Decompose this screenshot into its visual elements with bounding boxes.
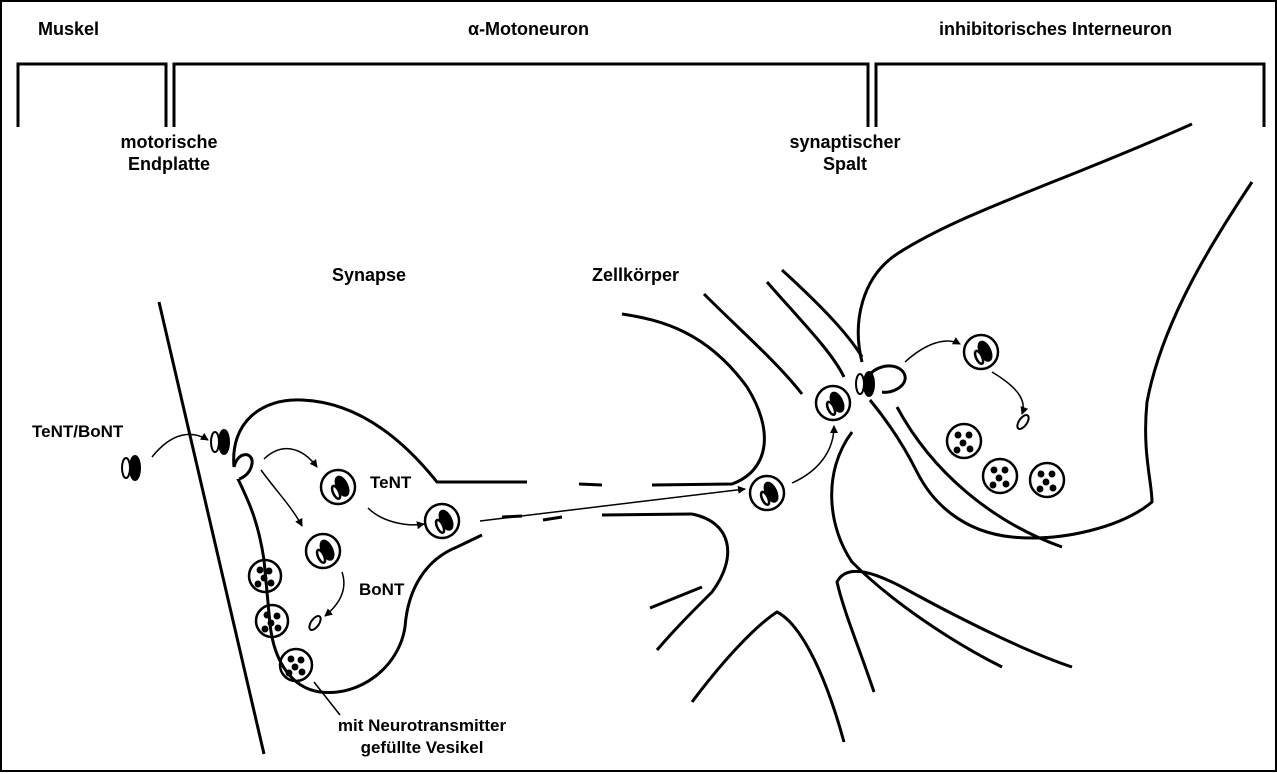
label-vesicles: mit Neurotransmitter gefüllte Vesikel	[322, 715, 522, 759]
cleaved-toxin	[1015, 413, 1031, 431]
label-bont: BoNT	[359, 579, 404, 601]
arrow	[261, 470, 302, 526]
label-vesicles-line2: gefüllte Vesikel	[322, 737, 522, 759]
bracket-interneuron	[876, 64, 1264, 127]
arrow	[905, 341, 960, 362]
transmitter-vesicle	[983, 459, 1017, 493]
pathway-arrows	[152, 341, 1023, 616]
cell-body-upper-dendrites	[704, 270, 862, 394]
arrow	[792, 426, 834, 483]
vesicle-pointer	[314, 682, 340, 715]
bracket-muscle	[18, 64, 166, 127]
cell-body-outline	[650, 432, 1072, 742]
toxin-molecule	[211, 430, 229, 454]
toxin-molecule	[856, 372, 874, 396]
label-endplate-line1: motorische	[106, 131, 232, 153]
toxin-molecule	[122, 456, 140, 480]
transmitter-vesicle	[1030, 463, 1064, 497]
transmitter-vesicle	[947, 424, 981, 458]
arrow	[264, 449, 317, 467]
label-synaptic-cleft: synaptischer Spalt	[782, 131, 908, 175]
label-endplate-line2: Endplatte	[106, 153, 232, 175]
toxin-vesicle	[816, 386, 850, 420]
header-interneuron: inhibitorisches Interneuron	[939, 18, 1172, 40]
interneuron-receptor	[870, 366, 905, 392]
transmitter-vesicles	[249, 424, 1064, 681]
receptor-notch	[234, 455, 252, 480]
label-endplate: motorische Endplatte	[106, 131, 232, 175]
header-muscle: Muskel	[38, 18, 99, 40]
toxin-vesicle	[321, 470, 355, 504]
label-cleft-line2: Spalt	[782, 153, 908, 175]
label-tent: TeNT	[370, 472, 411, 494]
toxin-vesicle	[964, 335, 998, 369]
label-cleft-line1: synaptischer	[782, 131, 908, 153]
label-cell-body: Zellkörper	[592, 264, 679, 286]
toxin-vesicle	[750, 476, 784, 510]
arrow	[368, 508, 424, 525]
muscle-membrane	[159, 302, 264, 754]
arrow	[992, 372, 1023, 414]
cleaved-toxin	[307, 614, 323, 632]
label-toxins: TeNT/BoNT	[32, 421, 123, 443]
arrow	[325, 572, 344, 616]
transmitter-vesicle	[280, 649, 312, 681]
header-brackets	[18, 64, 1264, 127]
arrow	[152, 434, 208, 457]
toxin-vesicle	[306, 534, 340, 568]
label-synapse: Synapse	[332, 264, 406, 286]
header-motoneuron: α-Motoneuron	[468, 18, 589, 40]
synaptic-terminal-outline	[234, 314, 765, 693]
bracket-motoneuron	[174, 64, 868, 127]
interneuron-outline	[858, 124, 1252, 547]
label-vesicles-line1: mit Neurotransmitter	[322, 715, 522, 737]
toxin-vesicle	[425, 504, 459, 538]
